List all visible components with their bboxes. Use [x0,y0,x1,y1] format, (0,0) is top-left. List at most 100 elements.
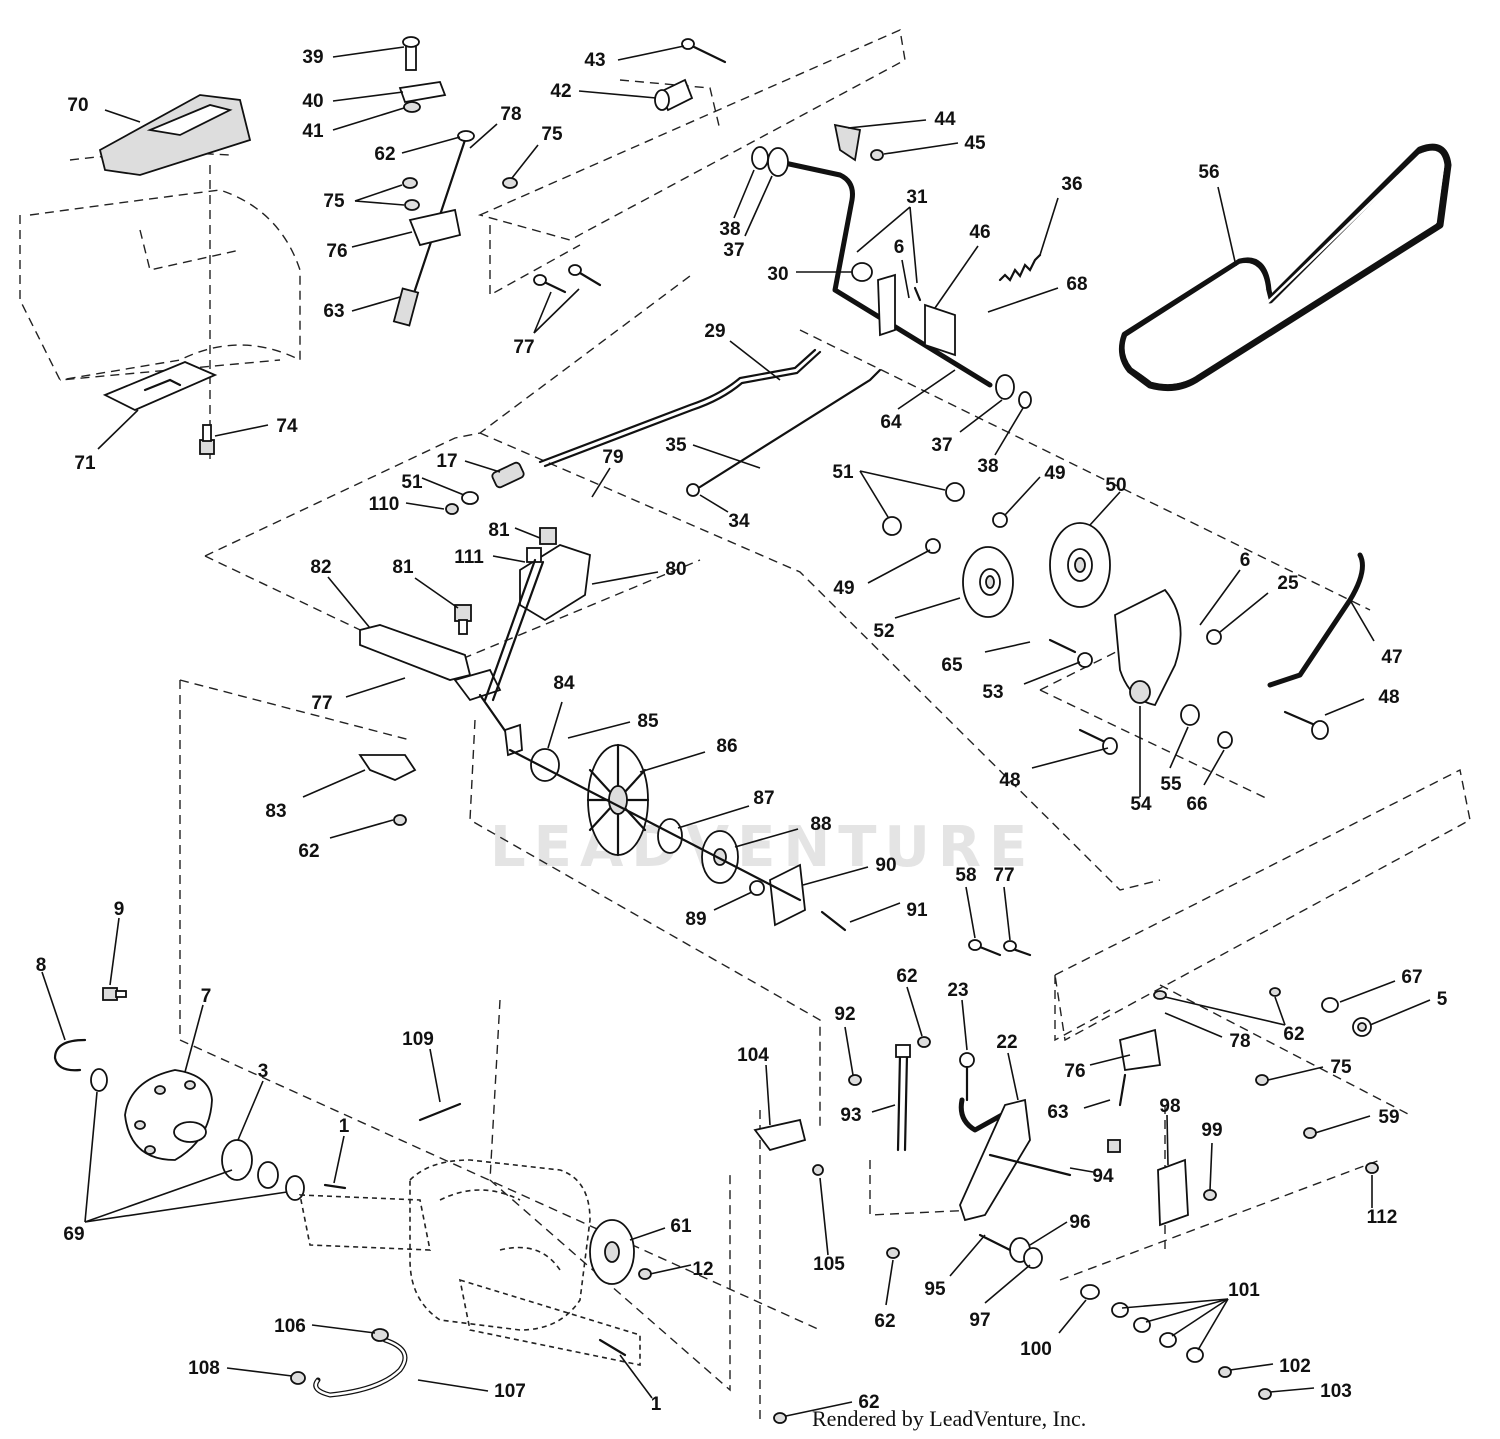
callout-96: 96 [1069,1212,1090,1233]
callout-3: 3 [258,1061,269,1082]
callout-85: 85 [637,711,659,732]
callout-51: 51 [401,472,423,493]
callout-41: 41 [302,121,324,142]
callout-75: 75 [1330,1057,1352,1078]
callout-63: 63 [1047,1102,1068,1123]
nuts-62 [393,814,900,1424]
callout-81: 81 [392,557,414,578]
callout-98: 98 [1159,1096,1180,1117]
callout-76: 76 [1064,1061,1085,1082]
callout-29: 29 [704,321,725,342]
callout-90: 90 [875,855,896,876]
callout-68: 68 [1066,274,1087,295]
pulley-87 [657,818,683,854]
callout-67: 67 [1401,967,1422,988]
callout-88: 88 [810,814,831,835]
callout-110: 110 [369,494,400,515]
callout-37: 37 [931,435,952,456]
callout-75: 75 [323,191,345,212]
spring-17 [445,461,525,515]
callout-106: 106 [274,1316,306,1337]
callout-1: 1 [651,1394,662,1415]
link-93 [848,1036,931,1152]
callout-64: 64 [880,412,902,433]
clip-8 [53,1038,87,1072]
pulley-61 [589,1219,652,1285]
callout-49: 49 [1044,463,1065,484]
callout-59: 59 [1378,1107,1399,1128]
bolt-43 [681,38,727,64]
callout-99: 99 [1201,1120,1222,1141]
callout-111: 111 [454,547,484,568]
shaft-fan [508,748,802,902]
callout-47: 47 [1381,647,1402,668]
callout-62: 62 [858,1392,879,1413]
callout-92: 92 [834,1004,855,1025]
callout-76: 76 [326,241,347,262]
callout-61: 61 [670,1216,692,1237]
callout-77: 77 [513,337,534,358]
bracket-104 [753,1118,824,1176]
bolt-9 [102,987,127,1001]
callout-63: 63 [323,301,344,322]
callout-62: 62 [896,966,917,987]
callout-42: 42 [550,81,571,102]
callout-77: 77 [311,693,332,714]
callout-62: 62 [374,144,395,165]
callout-89: 89 [685,909,706,930]
rod-35 [686,368,882,497]
callout-87: 87 [753,788,774,809]
callout-94: 94 [1092,1166,1114,1187]
callout-62: 62 [874,1311,895,1332]
bracket-44 [833,123,884,162]
knob-23 [959,1052,975,1102]
callout-101: 101 [1228,1280,1260,1301]
callout-58: 58 [955,865,976,886]
callout-17: 17 [436,451,457,472]
callout-39: 39 [302,47,323,68]
callout-44: 44 [934,109,956,130]
callout-70: 70 [67,95,88,116]
bolts-77 [533,264,602,294]
callout-93: 93 [840,1105,861,1126]
callout-97: 97 [969,1310,990,1331]
callout-43: 43 [584,50,605,71]
callout-49: 49 [833,578,854,599]
drive-belt [1118,143,1452,392]
callout-80: 80 [665,559,686,580]
callout-62: 62 [298,841,319,862]
bracket-90 [749,863,847,932]
body-panel-outline [29,152,301,460]
callout-77: 77 [993,865,1014,886]
rod-29 [538,348,822,468]
frame-rail-upper [477,28,906,297]
callout-95: 95 [924,1279,946,1300]
callout-50: 50 [1105,475,1126,496]
callout-65: 65 [941,655,963,676]
spacer-42 [654,78,694,112]
callout-112: 112 [1367,1207,1398,1228]
pulley-88 [701,830,739,884]
callout-6: 6 [894,237,905,258]
spacer-84 [530,748,560,782]
callout-38: 38 [977,456,998,477]
callout-109: 109 [402,1029,434,1050]
callout-102: 102 [1279,1356,1311,1377]
callout-66: 66 [1186,794,1207,815]
callout-71: 71 [74,453,96,474]
bracket-39-41 [398,36,447,113]
callout-35: 35 [665,435,687,456]
callout-78: 78 [500,104,521,125]
callout-5: 5 [1437,989,1448,1010]
fan-86 [586,743,650,857]
callout-34: 34 [728,511,750,532]
bolts-48-53 [1048,638,1329,755]
spring-36 [998,253,1042,282]
hose-107 [290,1328,408,1398]
callout-105: 105 [813,1254,845,1275]
bracket-98 [1157,1074,1379,1227]
callout-104: 104 [737,1045,769,1066]
frame-rail-lower [1054,768,1471,1042]
callout-46: 46 [969,222,990,243]
